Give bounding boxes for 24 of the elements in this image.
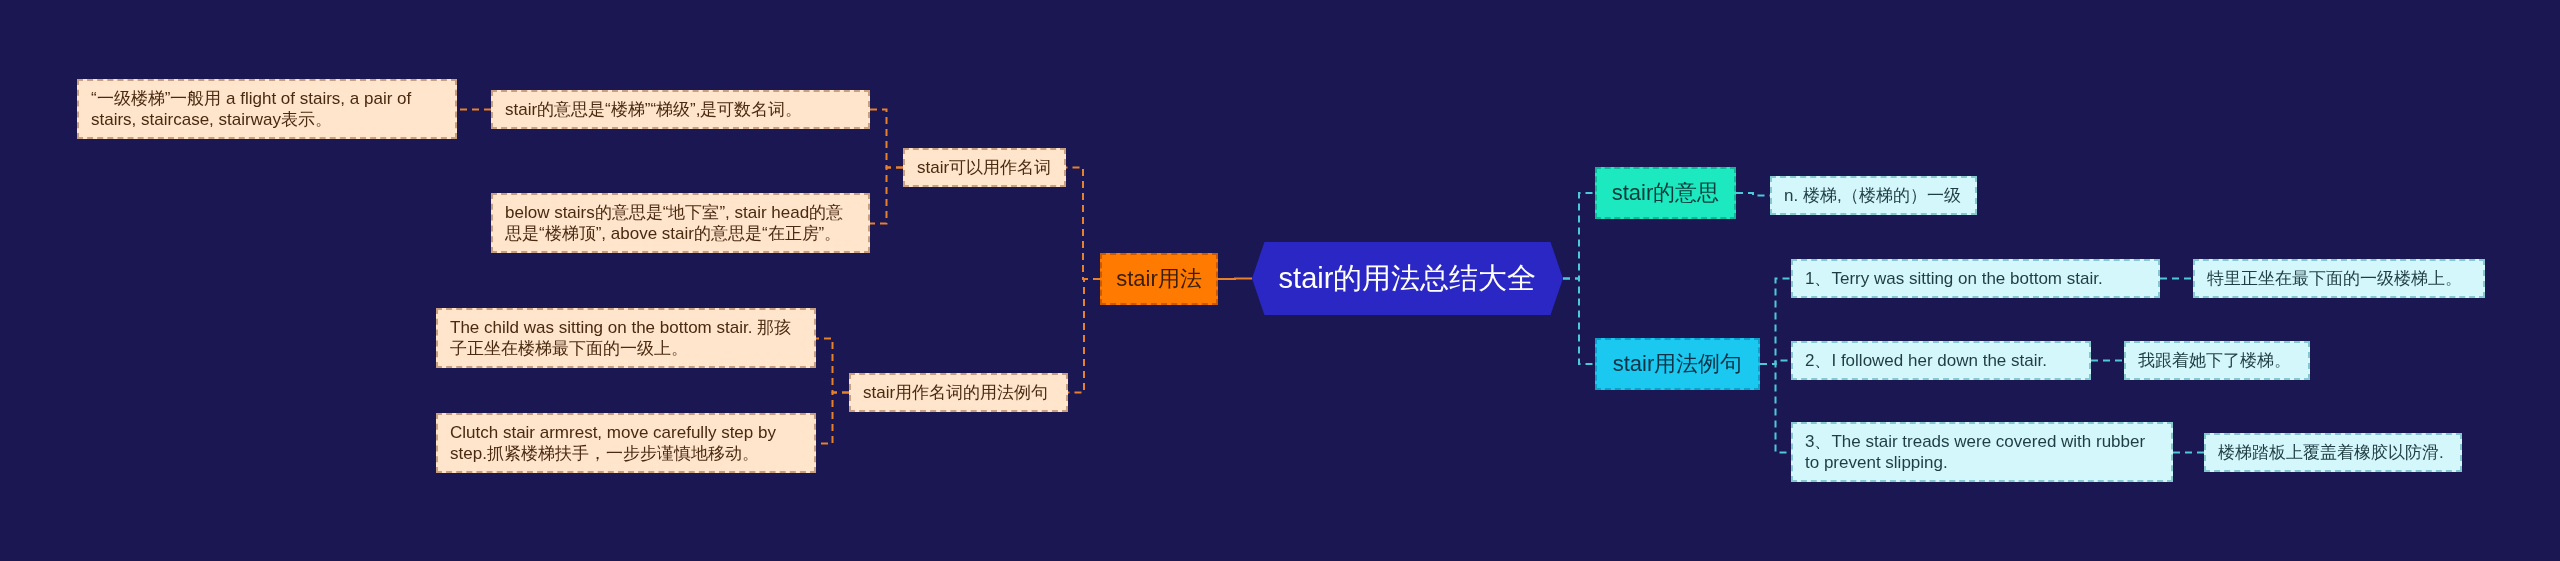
note-box: “一级楼梯”一般用 a flight of stairs, a pair of stairs, staircase, stairway表示。 — [77, 78, 457, 139]
topic-box: stair可以用作名词 — [903, 147, 1066, 187]
connector-line — [869, 166, 904, 225]
connector-line — [1217, 277, 1253, 280]
note-box: below stairs的意思是“地下室”, stair head的意思是“楼梯顶”, above stair的意思是“在正房”。 — [491, 192, 870, 253]
connector-line — [2159, 277, 2194, 280]
connector-line — [1562, 277, 1596, 365]
note-box: 楼梯踏板上覆盖着橡胶以防滑. — [2204, 432, 2462, 472]
note-box: The child was sitting on the bottom stair. 那孩子正坐在楼梯最下面的一级上。 — [436, 307, 816, 368]
connector-line — [2090, 359, 2125, 362]
topic-box: stair用作名词的用法例句 — [849, 372, 1068, 412]
note-box: 特里正坐在最下面的一级楼梯上。 — [2193, 258, 2485, 298]
connector-line — [2172, 451, 2205, 454]
central-topic: stair的用法总结大全 — [1252, 241, 1563, 315]
branch-box: stair的意思 — [1595, 167, 1736, 219]
note-box: n. 楼梯,（楼梯的）一级 — [1770, 175, 1977, 215]
note-box: 我跟着她下了楼梯。 — [2124, 340, 2310, 380]
note-box: Clutch stair armrest, move carefully step by step.抓紧楼梯扶手，一步步谨慎地移动。 — [436, 412, 816, 473]
note-box: 3、The stair treads were covered with rubber to prevent slipping. — [1791, 421, 2173, 482]
note-box: stair的意思是“楼梯”“梯级”,是可数名词。 — [491, 89, 870, 129]
note-box: 1、Terry was sitting on the bottom stair. — [1791, 258, 2160, 298]
note-box: 2、I followed her down the stair. — [1791, 340, 2091, 380]
branch-box: stair用法 — [1100, 253, 1218, 305]
branch-box: stair用法例句 — [1595, 338, 1760, 390]
